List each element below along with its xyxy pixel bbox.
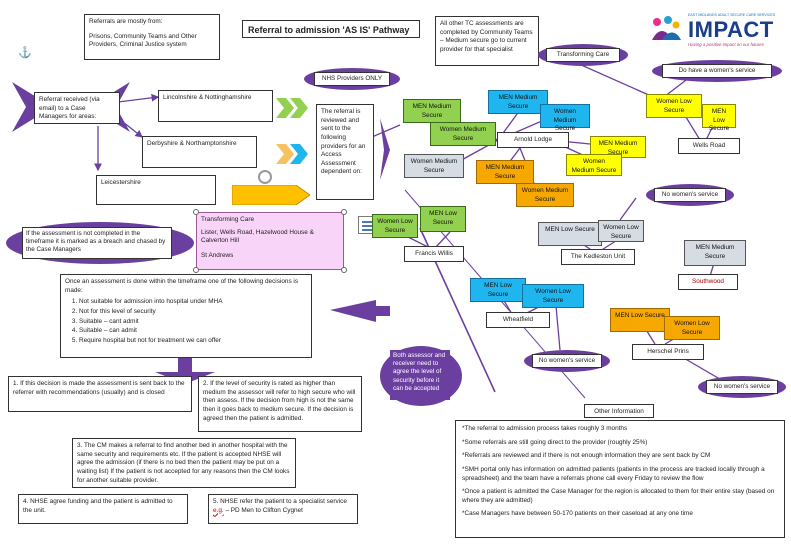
yellow-arrow-icon	[232, 185, 310, 205]
area-derby: Derbyshire & Northamptonshire	[142, 136, 257, 168]
decision-item: Not for this level of security	[79, 308, 307, 317]
provider-women-low-fw: Women Low Secure	[372, 214, 418, 238]
provider-women-low-ked: Women Low Secure	[598, 220, 644, 242]
resize-handle-br[interactable]	[341, 267, 347, 273]
chevron-arrows-icon	[276, 98, 308, 164]
other-info-item: *SMH portal only has information on admi…	[462, 465, 765, 482]
provider-women-medium-5: Women Medium Secure	[516, 183, 574, 207]
provider-arnold-lodge: Arnold Lodge	[497, 132, 569, 148]
decisions-list: Not suitable for admission into hospital…	[79, 298, 307, 345]
agree-security: Both assessor and receiver need to agree…	[390, 350, 450, 400]
provider-men-medium-southwood: MEN Medium Secure	[684, 240, 746, 266]
transforming-care-top: Transforming Care	[546, 48, 620, 62]
other-info-item: *Case Managers have between 50-170 patie…	[462, 510, 693, 518]
provider-women-low-wheat: Women Low Secure	[522, 284, 584, 308]
other-tc-box: All other TC assessments are completed b…	[435, 16, 539, 66]
page-title: Referral to admission 'AS IS' Pathway	[242, 20, 420, 38]
resize-handle-bl[interactable]	[193, 267, 199, 273]
referral-received: Referral received (via email) to a Case …	[34, 92, 120, 124]
provider-men-medium-2: MEN Medium Secure	[488, 90, 548, 114]
no-womens-2: No women's service	[532, 354, 602, 368]
no-womens-1: No women's service	[654, 188, 726, 202]
referrals-source-box: Referrals are mostly from: Prisons, Comm…	[84, 14, 220, 60]
provider-women-low-wells: Women Low Secure	[646, 94, 702, 118]
step-1: 1. If this decision is made the assessme…	[8, 376, 192, 412]
referrals-source-body: Prisons, Community Teams and Other Provi…	[89, 32, 197, 49]
resize-handle-tl[interactable]	[193, 209, 199, 215]
decision-item: Suitable – cant admit	[79, 318, 307, 327]
decision-item: Require hospital but not for treatment w…	[79, 337, 307, 346]
other-info-item: *Referrals are reviewed and if there is …	[462, 452, 711, 460]
provider-wells-road: Wells Road	[678, 138, 740, 154]
logo-name: IMPACT	[688, 17, 774, 42]
provider-southwood: Southwood	[678, 274, 738, 290]
provider-women-medium-3: Women Medium Secure	[566, 154, 622, 176]
provider-men-low-hp: MEN Low Secure	[610, 308, 670, 332]
provider-women-low-hp: Women Low Secure	[664, 316, 720, 340]
breach-text: If the assessment is not completed in th…	[22, 227, 172, 259]
logo-mark-icon	[652, 16, 681, 40]
tc-box[interactable]: Transforming Care Lister, Wells Road, Ha…	[196, 212, 344, 270]
step-3: 3. The CM makes a referral to find anoth…	[72, 438, 296, 488]
tc-box-line2: Lister, Wells Road, Hazelwood House & Ca…	[201, 228, 314, 245]
review-text: The referral is reviewed and sent to the…	[316, 104, 374, 200]
decisions-box: Once an assessment is done within the ti…	[60, 274, 312, 358]
other-info-heading: Other Information	[584, 404, 654, 418]
logo-tagline: Having a positive impact on our futures	[688, 42, 764, 47]
referrals-source-heading: Referrals are mostly from:	[89, 18, 163, 25]
provider-women-medium-1: Women Medium Secure	[430, 122, 496, 146]
provider-francis-willis: Francis Willis	[404, 246, 464, 262]
nhs-only: NHS Providers ONLY	[314, 72, 390, 86]
other-info-item: *Once a patient is admitted the Case Man…	[462, 488, 775, 504]
provider-men-low-ked: MEN Low Secure	[538, 222, 602, 246]
provider-wheatfield: Wheatfield	[486, 312, 550, 328]
decision-item: Suitable – can admit	[79, 327, 307, 336]
provider-men-medium-4: MEN Medium Secure	[476, 160, 534, 184]
step-5-eg: e.g.	[213, 506, 224, 514]
other-info-item: *Some referrals are still going direct t…	[462, 438, 648, 446]
other-info-item: *The referral to admission process takes…	[462, 425, 628, 432]
area-leics: Leicestershire	[96, 175, 216, 205]
decision-item: Not suitable for admission into hospital…	[79, 298, 307, 307]
area-lincs: Lincolnshire & Nottinghamshire	[158, 90, 273, 122]
tc-box-line1: Transforming Care	[201, 216, 255, 223]
anchor-icon: ⚓	[18, 47, 32, 59]
provider-men-low-wheat: MEN Low Secure	[470, 278, 526, 302]
rotate-handle-icon[interactable]	[258, 170, 272, 184]
provider-women-medium-2: Women Medium Secure	[540, 104, 590, 132]
no-womens-3: No women's service	[706, 380, 778, 394]
logo-subtitle: EAST MIDLANDS ADULT SECURE CARE SERVICES	[688, 13, 776, 17]
step-5-text: 5. NHSE refer the patient to a specialis…	[213, 498, 347, 505]
tc-box-line3: St Andrews	[201, 251, 234, 259]
step-5-text-end: – PD Men to Clifton Cygnet	[223, 506, 303, 514]
provider-kedleston: The Kedleston Unit	[561, 249, 635, 265]
womens-service-yes: Do have a women's service	[662, 64, 772, 78]
other-info-box: *The referral to admission process takes…	[455, 420, 785, 538]
step-5: 5. NHSE refer the patient to a specialis…	[208, 494, 358, 524]
decisions-intro: Once an assessment is done within the ti…	[65, 278, 299, 294]
resize-handle-tr[interactable]	[341, 209, 347, 215]
provider-men-medium-1: MEN Medium Secure	[403, 99, 461, 123]
provider-women-medium-4: Women Medium Secure	[404, 154, 464, 178]
step-4: 4. NHSE agree funding and the patient is…	[18, 494, 188, 524]
impact-logo: EAST MIDLANDS ADULT SECURE CARE SERVICES…	[648, 10, 788, 50]
provider-herschel-prins: Herschel Prins	[632, 344, 704, 360]
step-2: 2. If the level of security is rated as …	[198, 376, 362, 432]
provider-men-low-fw: MEN Low Secure	[420, 206, 466, 232]
provider-men-low-wells: MEN Low Secure	[702, 104, 736, 132]
